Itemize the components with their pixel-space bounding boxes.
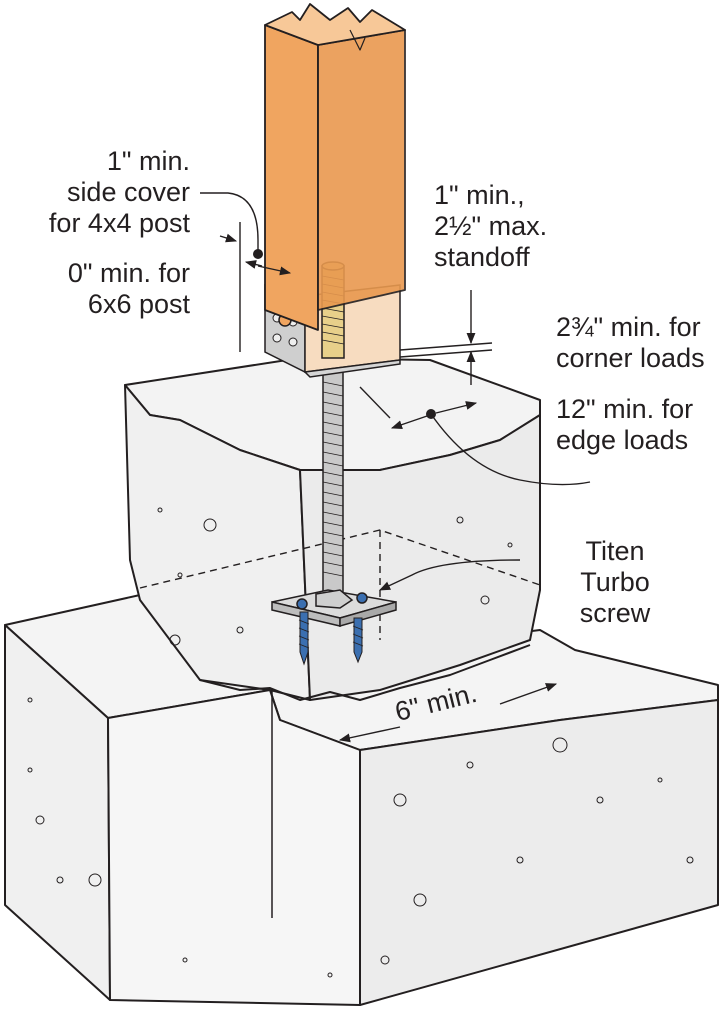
side-cover-label: 1" min. side cover for 4x4 post	[40, 146, 190, 239]
leader-dots	[253, 249, 436, 419]
wood-post	[264, 3, 406, 331]
standoff-line-3: standoff	[434, 242, 530, 272]
dimension-lines	[200, 192, 591, 743]
standoff-line-1: 1" min.,	[434, 180, 525, 210]
six-by-six-label: 0" min. for 6x6 post	[40, 258, 190, 320]
corner-loads-line-1: 2¾" min. for	[556, 312, 701, 342]
concrete-texture	[27, 507, 694, 978]
standoff-lines	[399, 342, 493, 358]
anchor-rod	[322, 371, 344, 595]
titen-turbo-screws	[298, 611, 364, 666]
side-cover-line-2: side cover	[66, 177, 190, 207]
screw-label: Titen Turbo screw	[560, 536, 670, 629]
screw-line-3: screw	[579, 598, 651, 628]
side-cover-line-1: 1" min.	[106, 146, 190, 176]
edge-loads-line-1: 12" min. for	[556, 394, 694, 424]
standoff-label: 1" min., 2½" max. standoff	[434, 180, 594, 273]
screw-line-1: Titen	[585, 536, 645, 566]
standoff-line-2: 2½" max.	[434, 211, 548, 241]
edge-loads-line-2: edge loads	[556, 425, 689, 455]
screw-line-2: Turbo	[580, 567, 650, 597]
six-by-six-line-1: 0" min. for	[67, 258, 190, 288]
corner-loads-label: 2¾" min. for corner loads	[556, 312, 720, 374]
six-by-six-line-2: 6x6 post	[87, 289, 190, 319]
edge-loads-label: 12" min. for edge loads	[556, 394, 720, 456]
side-cover-line-3: for 4x4 post	[48, 208, 190, 238]
corner-loads-line-2: corner loads	[556, 343, 705, 373]
